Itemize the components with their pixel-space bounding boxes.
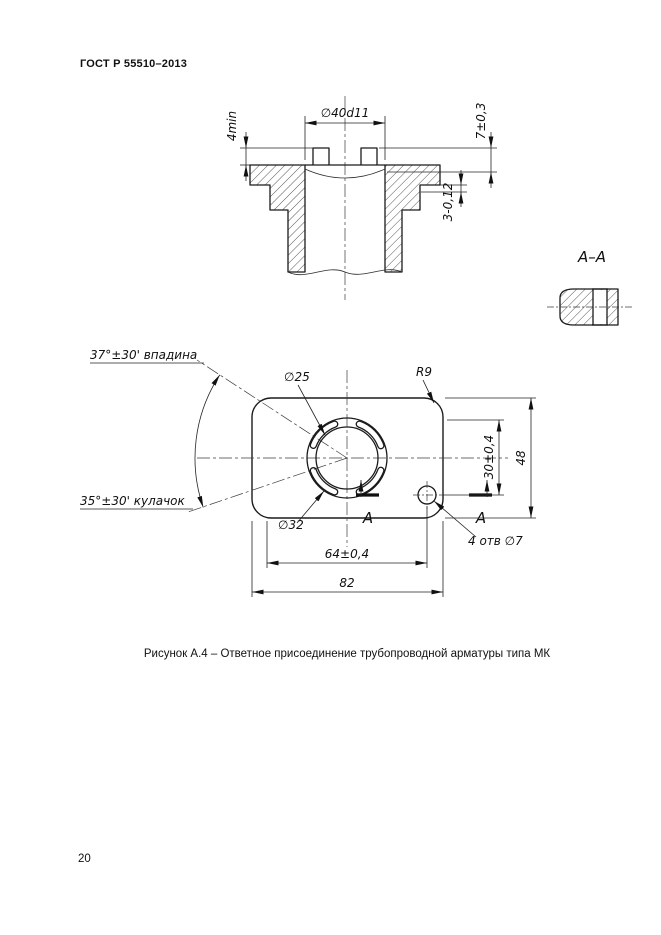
dim-groove-depth-label: 3-0,12 [441, 183, 455, 222]
bayonet-slot [355, 466, 385, 496]
section-letter-left: А [362, 509, 373, 527]
plan-view: 37°±30' впадина 35°±30' кулачок ∅25 R9 ∅… [80, 348, 536, 597]
leader-line [422, 379, 435, 404]
left-wall-section [249, 164, 306, 273]
figure-caption: Рисунок А.4 – Ответное присоединение тру… [143, 648, 551, 660]
dim-plate-width-label: 82 [339, 576, 354, 590]
corner-radius-label: R9 [416, 365, 432, 379]
dim-hole-rows: 30±0,4 [443, 419, 504, 496]
left-bayonet-lug [312, 147, 330, 165]
dia-bore-label: ∅25 [284, 370, 310, 384]
section-aa-label: А–А [577, 248, 606, 266]
document-header: ГОСТ Р 55510–2013 [80, 58, 188, 70]
cam-circle [306, 417, 388, 499]
right-wall-section [384, 164, 441, 273]
dim-groove-depth: 3-0,12 [421, 170, 467, 221]
angle-cam-label: 35°±30' кулачок [80, 494, 186, 508]
dim-plate-height: 48 [445, 397, 536, 519]
dim-lug-height-label: 4min [225, 111, 239, 141]
bayonet-slot [309, 467, 339, 496]
angle-recess-label: 37°±30' впадина [90, 348, 197, 362]
dim-plate-width: 82 [251, 521, 444, 597]
dim-hole-cols: 64±0,4 [266, 506, 428, 568]
bore-back-arc [304, 168, 386, 179]
dim-bayonet-dia-label: ∅40d11 [321, 106, 370, 120]
dim-bayonet-diameter: ∅40d11 [304, 106, 386, 160]
dim-slot-depth: 7±0,3 [379, 103, 497, 188]
holes-note-label: 4 отв ∅7 [468, 534, 523, 548]
bore-circle [315, 426, 379, 490]
recess-axis [196, 359, 348, 459]
angle-arc [194, 374, 221, 508]
dim-slot-depth-label: 7±0,3 [474, 103, 488, 140]
tube-break-line [287, 269, 403, 276]
section-aa-view: А–А [547, 248, 633, 326]
dia-cam-label: ∅32 [278, 518, 304, 532]
leader-line [296, 490, 325, 524]
flange-section-view: ∅40d11 4min 7±0,3 [225, 96, 497, 300]
leader-line [433, 500, 477, 538]
leader-line [297, 384, 326, 436]
right-bayonet-lug [360, 147, 378, 165]
dim-lug-height: 4min [225, 111, 313, 181]
dim-hole-rows-label: 30±0,4 [482, 435, 496, 479]
dim-plate-height-label: 48 [514, 450, 528, 466]
dim-hole-cols-label: 64±0,4 [325, 547, 369, 561]
bayonet-slot [355, 420, 385, 450]
page-number: 20 [78, 853, 91, 865]
